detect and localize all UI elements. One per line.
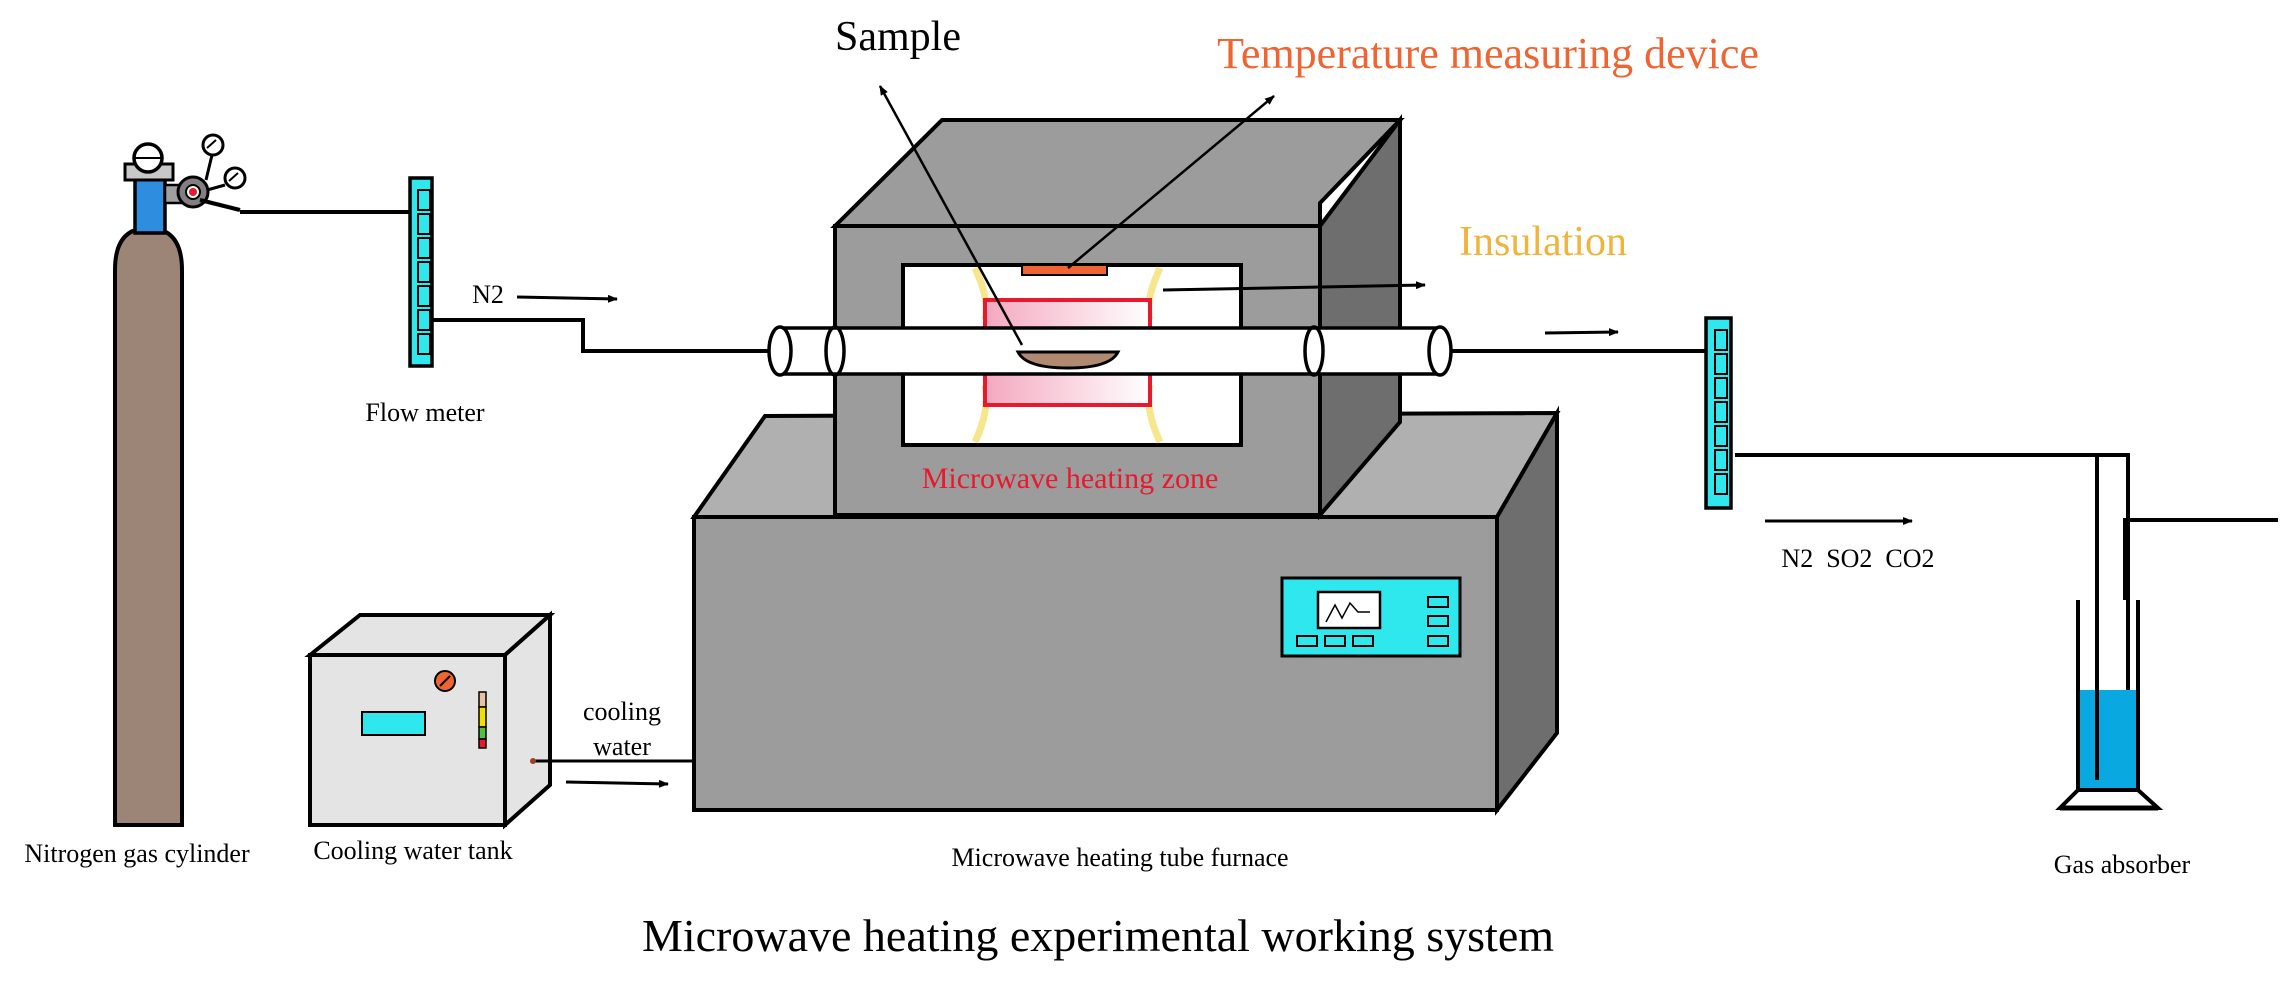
tank-front bbox=[308, 653, 507, 827]
flow-arrows bbox=[516, 281, 1913, 788]
flow-meter-tick bbox=[1714, 401, 1728, 423]
panel-button bbox=[1427, 596, 1449, 608]
labels: Sample Temperature measuring device Insu… bbox=[24, 14, 2190, 961]
heating-zone-lower bbox=[983, 371, 1152, 407]
flow-meter-tick bbox=[417, 213, 431, 235]
arrow-tube-out bbox=[1544, 328, 1619, 337]
tank-gauge-seg bbox=[478, 706, 487, 728]
arrow-insulation bbox=[1162, 281, 1426, 292]
gauge-small-needle bbox=[228, 172, 239, 182]
flow-meter-tick bbox=[1714, 377, 1728, 399]
flow-meter-1 bbox=[408, 176, 434, 368]
flow-meter-tick bbox=[1714, 473, 1728, 495]
panel-button bbox=[1427, 635, 1449, 647]
regulator-outlet bbox=[199, 198, 241, 212]
sample-label: Sample bbox=[835, 14, 961, 60]
tank-gauge-seg bbox=[478, 691, 487, 708]
tank-gauge-seg bbox=[478, 726, 487, 740]
sample-boat bbox=[1015, 350, 1121, 370]
gauge-small-2 bbox=[223, 166, 247, 190]
cooling-water-tank bbox=[304, 610, 694, 830]
nitrogen-cylinder-label: Nitrogen gas cylinder bbox=[24, 839, 250, 868]
regulator-stem bbox=[204, 154, 214, 181]
control-panel-screen bbox=[1316, 590, 1382, 630]
flow-meter-tick bbox=[417, 261, 431, 283]
flow-meter-tick bbox=[417, 333, 431, 355]
flow-meter-tick bbox=[1714, 449, 1728, 471]
cooling-tank-label: Cooling water tank bbox=[313, 836, 512, 865]
absorber-liquid bbox=[2078, 690, 2138, 790]
tube-ring bbox=[824, 325, 846, 377]
panel-button bbox=[1296, 635, 1318, 647]
gas-absorber bbox=[2055, 455, 2278, 811]
cylinder-neck bbox=[133, 176, 167, 235]
insulation-label: Insulation bbox=[1459, 219, 1627, 265]
flow-meter-tick bbox=[417, 285, 431, 307]
regulator-gauge-needle bbox=[189, 188, 197, 196]
line-absorber-outlet bbox=[2128, 520, 2275, 590]
furnace-base-front bbox=[692, 515, 1499, 812]
flow-meter-label: Flow meter bbox=[365, 398, 484, 427]
gas-absorber-label: Gas absorber bbox=[2054, 850, 2191, 879]
heating-zone-label: Microwave heating zone bbox=[922, 462, 1219, 495]
flow-meter-tick bbox=[417, 237, 431, 259]
tank-display bbox=[361, 711, 426, 736]
gauge-small-1 bbox=[201, 133, 225, 157]
flow-meter-tick bbox=[417, 189, 431, 211]
diagram-caption: Microwave heating experimental working s… bbox=[642, 910, 1554, 961]
furnace-upper-top bbox=[830, 118, 1405, 228]
absorber-beaker bbox=[2076, 600, 2140, 792]
cylinder-body bbox=[113, 225, 184, 827]
absorber-base bbox=[2055, 788, 2164, 810]
arrow-cooling-water bbox=[565, 779, 669, 788]
tank-gauge-seg bbox=[478, 738, 487, 749]
line-flowmeter-to-tube bbox=[430, 318, 769, 353]
tube-ring bbox=[1303, 325, 1325, 377]
flow-meter-tick bbox=[417, 309, 431, 331]
flow-meter-tick bbox=[1714, 329, 1728, 351]
line-absorber-outlet bbox=[2128, 520, 2278, 601]
panel-button bbox=[1352, 635, 1374, 647]
furnace-label: Microwave heating tube furnace bbox=[951, 843, 1288, 872]
tube-end-left bbox=[767, 325, 793, 377]
flow-meter-tick bbox=[1714, 425, 1728, 447]
thermocouple-plate bbox=[1021, 264, 1108, 276]
panel-button bbox=[1324, 635, 1346, 647]
gauge-small-needle bbox=[206, 139, 217, 149]
absorber-outlet-tube bbox=[2123, 518, 2278, 600]
tube-end-right bbox=[1427, 325, 1453, 377]
panel-button bbox=[1427, 615, 1449, 627]
cooling-water-label-line1: cooling bbox=[583, 697, 661, 726]
tank-knob-mark bbox=[439, 675, 451, 687]
temperature-leader bbox=[1067, 95, 1275, 269]
leader-lines bbox=[878, 85, 1275, 346]
arrow-n2-in bbox=[516, 294, 618, 303]
flow-meter-2 bbox=[1704, 316, 1733, 510]
flow-meter-tick bbox=[1714, 353, 1728, 375]
sample-leader bbox=[878, 85, 1024, 346]
temperature-device-label: Temperature measuring device bbox=[1217, 29, 1759, 78]
gases-out-label: N2 SO2 CO2 bbox=[1781, 544, 1934, 573]
control-panel-graph bbox=[1325, 601, 1370, 623]
n2-inlet-label: N2 bbox=[472, 280, 504, 309]
nitrogen-cylinder bbox=[113, 133, 247, 827]
cooling-water-label-line2: water bbox=[593, 732, 651, 761]
regulator-stem bbox=[206, 183, 226, 192]
cooling-water-port bbox=[530, 758, 536, 764]
tank-side bbox=[503, 610, 552, 830]
quartz-tube bbox=[767, 325, 1453, 377]
